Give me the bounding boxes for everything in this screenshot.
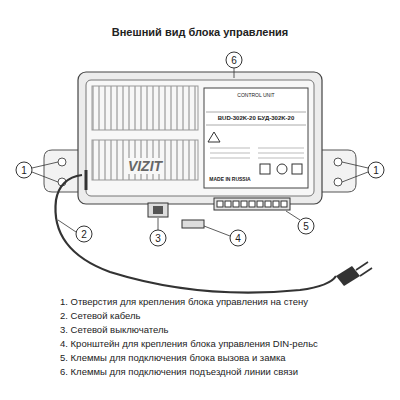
callout-number: 2 xyxy=(81,229,87,240)
sticker-text: MADE IN RUSSIA xyxy=(209,176,250,182)
legend-list-item: 4. Кронштейн для крепления блока управле… xyxy=(60,338,318,349)
callout-number: 6 xyxy=(231,55,237,66)
brand-logo: VIZIT xyxy=(126,158,164,174)
callout-number: 3 xyxy=(155,233,161,244)
model-name: BUD-302K-20 БУД-302K-20 xyxy=(218,115,295,121)
legend-list-item: 2. Сетевой кабель xyxy=(60,310,141,321)
callout-number: 1 xyxy=(373,165,379,176)
legend-list-item: 3. Сетевой выключатель xyxy=(60,324,168,335)
callout-number: 5 xyxy=(303,221,309,232)
legend-list-item: 1. Отверстия для крепления блока управле… xyxy=(60,296,308,307)
diagram-title: Внешний вид блока управления xyxy=(112,26,288,38)
callout-number: 4 xyxy=(235,233,241,244)
callout-number: 1 xyxy=(21,165,27,176)
legend-list-item: 6. Клеммы для подключения подъездной лин… xyxy=(60,366,298,377)
legend-list-item: 5. Клеммы для подключения блока вызова и… xyxy=(60,352,286,363)
sticker-text: CONTROL UNIT xyxy=(237,92,274,98)
